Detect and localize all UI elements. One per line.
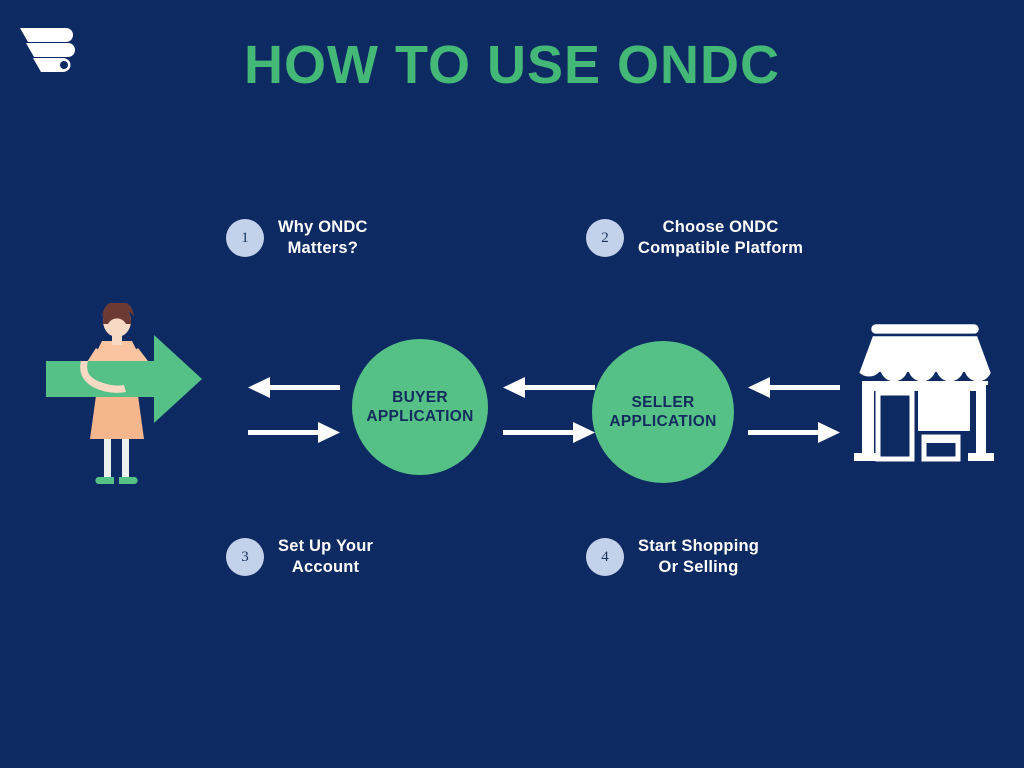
seller-application-label: SELLER APPLICATION [609, 394, 717, 430]
person-with-arrow-illustration [44, 301, 220, 500]
seller-application-node: SELLER APPLICATION [592, 341, 734, 483]
ondc-wing-logo-icon [18, 22, 80, 74]
arrow-right [248, 422, 340, 443]
arrow-pair-person-to-buyer [248, 375, 340, 445]
step-item-1: 1 Why ONDC Matters? [226, 217, 368, 259]
storefront-icon [848, 313, 1002, 473]
arrow-left [503, 377, 595, 398]
step-number-badge-2: 2 [586, 219, 624, 257]
step-label-2: Choose ONDC Compatible Platform [638, 218, 804, 257]
arrow-pair-seller-to-shop [748, 375, 840, 445]
arrow-left [248, 377, 340, 398]
step-item-2: 2 Choose ONDC Compatible Platform [586, 217, 803, 259]
arrow-right [503, 422, 595, 443]
page-title: HOW TO USE ONDC [243, 35, 780, 95]
step-label-1: Why ONDC Matters? [278, 218, 368, 257]
step-number-badge-1: 1 [226, 219, 264, 257]
step-number-badge-3: 3 [226, 538, 264, 576]
arrow-pair-buyer-to-seller [503, 375, 595, 445]
step-item-3: 3 Set Up Your Account [226, 536, 373, 578]
arrow-right [748, 422, 840, 443]
buyer-application-label: BUYER APPLICATION [366, 389, 474, 425]
step-number-badge-4: 4 [586, 538, 624, 576]
buyer-application-node: BUYER APPLICATION [352, 339, 488, 475]
step-label-4: Start Shopping Or Selling [638, 537, 760, 576]
step-label-3: Set Up Your Account [278, 537, 374, 576]
step-item-4: 4 Start Shopping Or Selling [586, 536, 759, 578]
arrow-left [748, 377, 840, 398]
